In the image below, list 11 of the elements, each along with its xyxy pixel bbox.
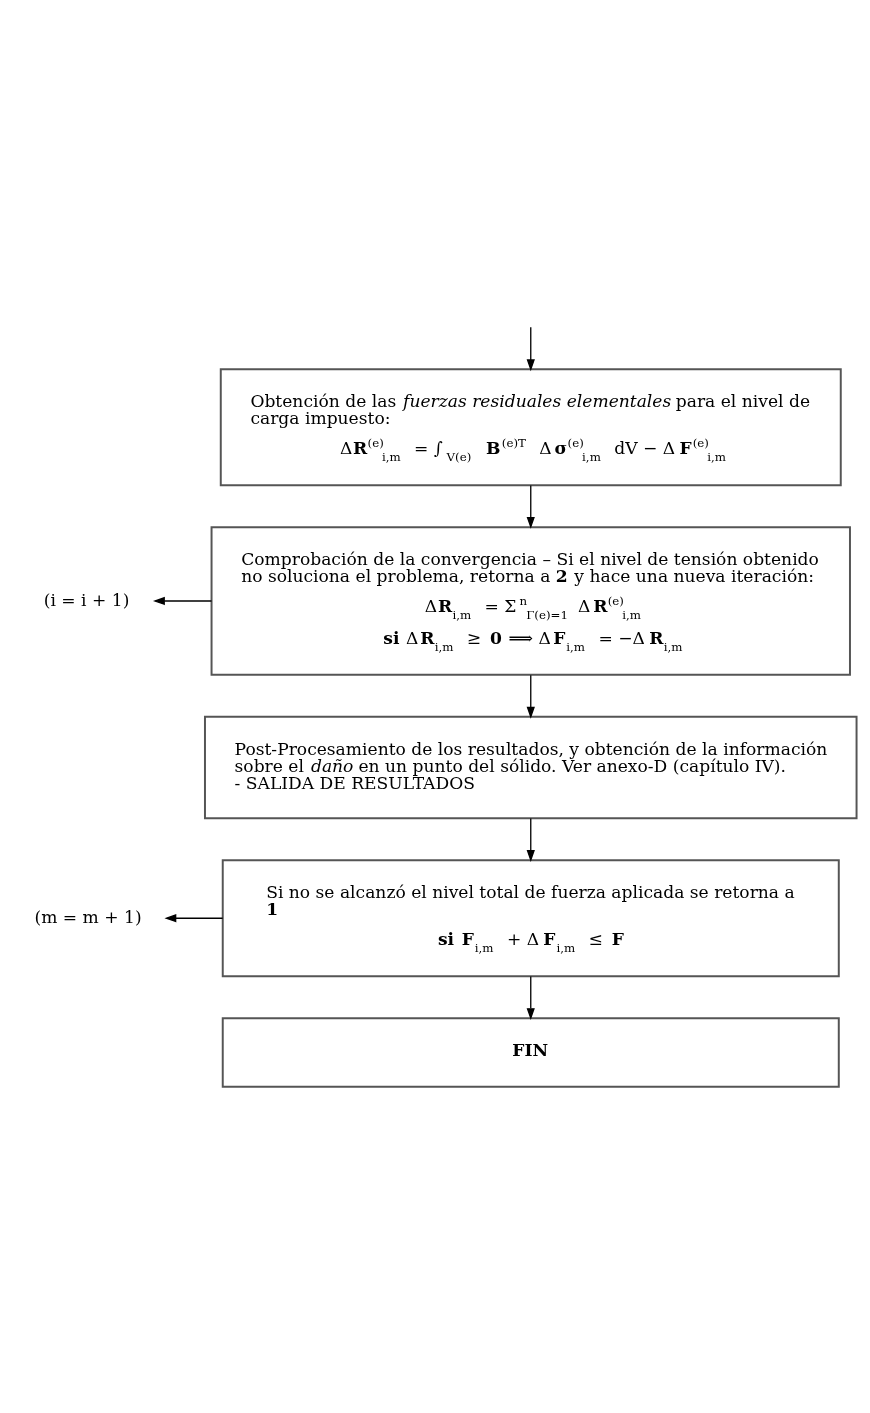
arrow bbox=[526, 484, 535, 529]
arrow bbox=[526, 326, 535, 372]
node-box: FIN bbox=[221, 1017, 840, 1088]
arrow bbox=[153, 596, 213, 606]
node-text: (m = m + 1) bbox=[34, 906, 142, 927]
node-box: Post-Procesamiento de los resultados, y obtención de la información sobre el daño en un punto del sólido. Ver anexo-D (capítulo IV). - SALIDA DE RESULTADOS bbox=[204, 715, 858, 820]
node-text: (i = i + 1) bbox=[43, 589, 130, 610]
arrow bbox=[526, 817, 535, 862]
arrow bbox=[526, 674, 535, 719]
arrow bbox=[526, 975, 535, 1021]
arrow bbox=[164, 914, 224, 923]
